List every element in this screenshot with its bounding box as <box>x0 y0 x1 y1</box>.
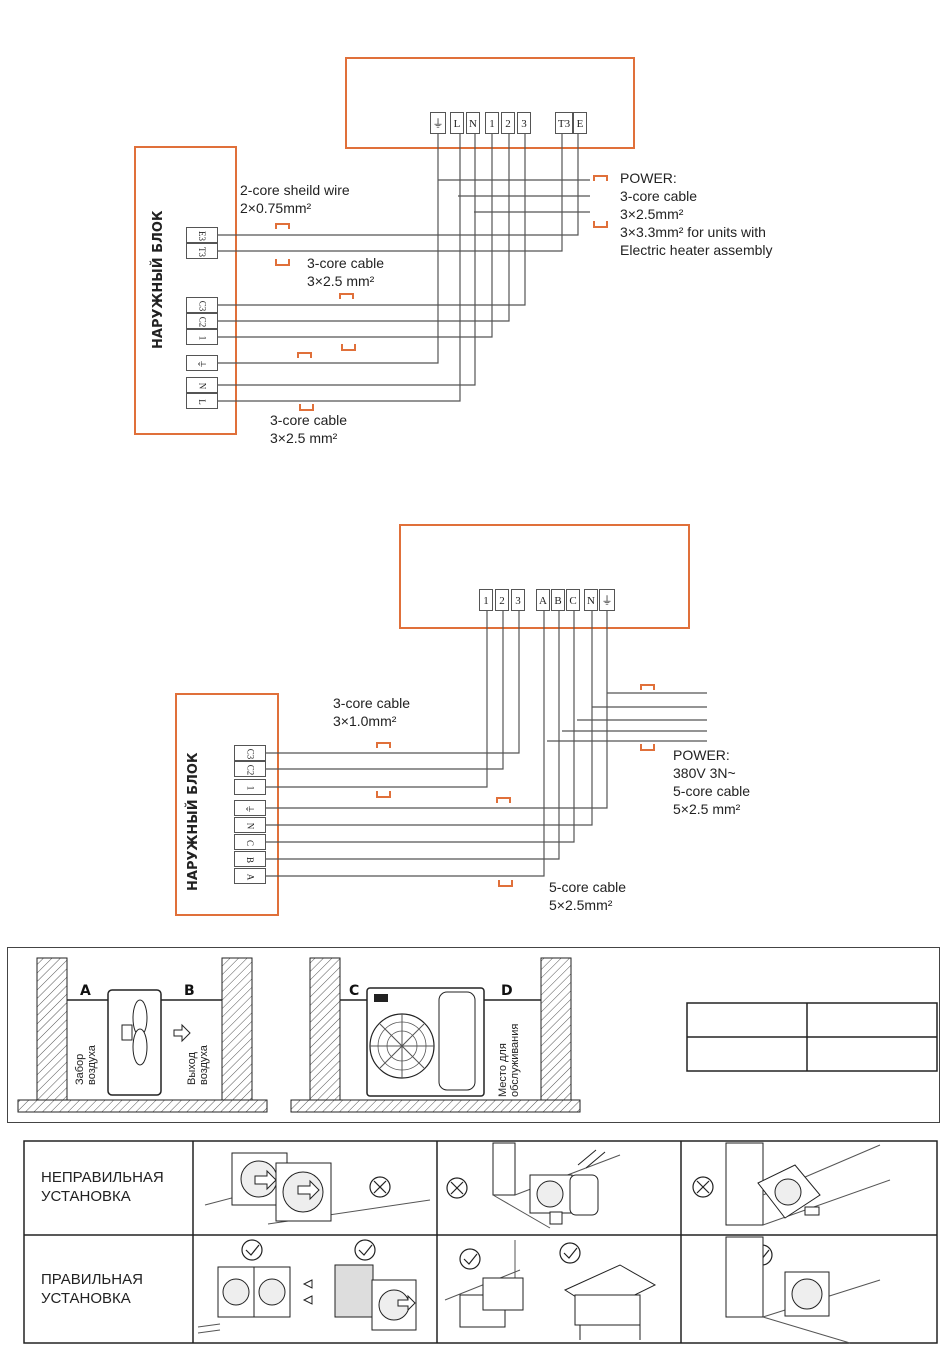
bracket2-5core-bottom <box>498 880 513 887</box>
power-label-1: POWER: 3-core cable 3×2.5mm² 3×3.3mm² fo… <box>620 170 773 258</box>
bracket-bottom <box>593 221 608 228</box>
check-icon-2 <box>354 1239 376 1261</box>
outdoor-terminal-e3: E3 <box>186 227 218 243</box>
cross-icon-2 <box>446 1177 468 1199</box>
check-icon-4 <box>559 1242 581 1264</box>
terminal-3: 3 <box>517 112 531 134</box>
wire-c3 <box>218 134 526 306</box>
terminal-t3: T3 <box>555 112 573 134</box>
right-install-1 <box>197 1264 417 1334</box>
bracket2-5core-top <box>496 797 511 803</box>
wire-n <box>218 134 476 386</box>
wire2-c2 <box>266 611 504 770</box>
bracket-signal-bottom <box>341 344 356 351</box>
terminal2-2: 2 <box>495 589 509 611</box>
wire-1 <box>218 134 493 338</box>
outdoor2-terminal-n: N <box>234 817 266 833</box>
bracket-signal-top <box>339 293 354 299</box>
wire2-n <box>266 611 593 826</box>
wire2-ground <box>266 611 608 809</box>
clearance-letter-b: B <box>184 983 195 999</box>
wire2-b <box>266 611 560 860</box>
terminal2-c: C <box>566 589 580 611</box>
power-label-2: POWER: 380V 3N~ 5-core cable 5×2.5 mm² <box>673 747 751 817</box>
right-install-3 <box>725 1236 881 1344</box>
indoor-unit-box-2 <box>399 524 690 629</box>
terminal2-b: B <box>551 589 565 611</box>
check-icon-3 <box>459 1248 481 1270</box>
outdoor2-terminal-1: 1 <box>234 779 266 795</box>
terminal-2: 2 <box>501 112 515 134</box>
bracket2-power-bottom <box>640 744 655 751</box>
wire-t3 <box>218 134 563 252</box>
bracket-top <box>593 175 608 181</box>
wire-e3 <box>218 134 579 236</box>
wrong-install-3 <box>725 1142 891 1226</box>
right-wall-2 <box>540 957 572 1101</box>
outdoor2-terminal-c3: C3 <box>234 745 266 761</box>
terminal2-3: 3 <box>511 589 525 611</box>
bracket-power-top <box>297 352 312 358</box>
terminal-n: N <box>466 112 480 134</box>
bracket-shield-top <box>275 223 290 229</box>
terminal-1: 1 <box>485 112 499 134</box>
check-icon-1 <box>241 1239 263 1261</box>
outdoor-terminal-c3: C3 <box>186 297 218 313</box>
wiring-diagram-1 <box>218 134 608 411</box>
floor-1 <box>17 1099 268 1113</box>
cross-icon-1 <box>369 1176 391 1198</box>
clearance-letter-c: C <box>349 983 360 999</box>
bracket-power-bottom <box>299 404 314 411</box>
outdoor2-terminal-a: A <box>234 868 266 884</box>
wrong-install-1 <box>204 1152 431 1225</box>
wire-ground <box>218 134 439 364</box>
terminal2-n: N <box>584 589 598 611</box>
outdoor2-terminal-b: B <box>234 851 266 867</box>
outdoor-terminal-n: N <box>186 377 218 393</box>
outdoor-terminal-l: L <box>186 393 218 409</box>
bracket2-power-top <box>640 684 655 690</box>
bracket-shield-bottom <box>275 259 290 266</box>
terminal-e: E <box>573 112 587 134</box>
terminal2-1: 1 <box>479 589 493 611</box>
wire2-1 <box>266 611 488 788</box>
outdoor2-terminal-ground: ⏚ <box>234 800 266 816</box>
wiring-diagram-2 <box>266 611 707 887</box>
outdoor-terminal-1: 1 <box>186 329 218 345</box>
outdoor-unit-box-1 <box>134 146 237 435</box>
clearance-illustration <box>17 957 938 1113</box>
outdoor2-terminal-c2: C2 <box>234 761 266 777</box>
wrong-install-2 <box>492 1142 621 1229</box>
clearance-letter-d: D <box>501 983 513 999</box>
terminal-l: L <box>450 112 464 134</box>
terminal2-ground: ⏚ <box>599 589 615 611</box>
terminal2-a: A <box>536 589 550 611</box>
outdoor-terminal-c2: C2 <box>186 313 218 329</box>
wire2-c3 <box>266 611 520 754</box>
outdoor-terminal-ground: ⏚ <box>186 355 218 371</box>
clearance-letter-a: A <box>80 983 91 999</box>
outdoor-terminal-t3: T3 <box>186 243 218 259</box>
terminal-ground: ⏚ <box>430 112 446 134</box>
floor-2 <box>290 1099 581 1113</box>
bracket2-signal-top <box>376 742 391 748</box>
bracket2-signal-bottom <box>376 791 391 798</box>
right-install-2 <box>444 1240 657 1340</box>
wire2-a <box>266 611 545 877</box>
wire2-c <box>266 611 575 843</box>
outdoor2-terminal-c: C <box>234 834 266 850</box>
clearance-panel <box>7 947 940 1123</box>
wire-l <box>218 134 461 402</box>
cross-icon-3 <box>692 1176 714 1198</box>
